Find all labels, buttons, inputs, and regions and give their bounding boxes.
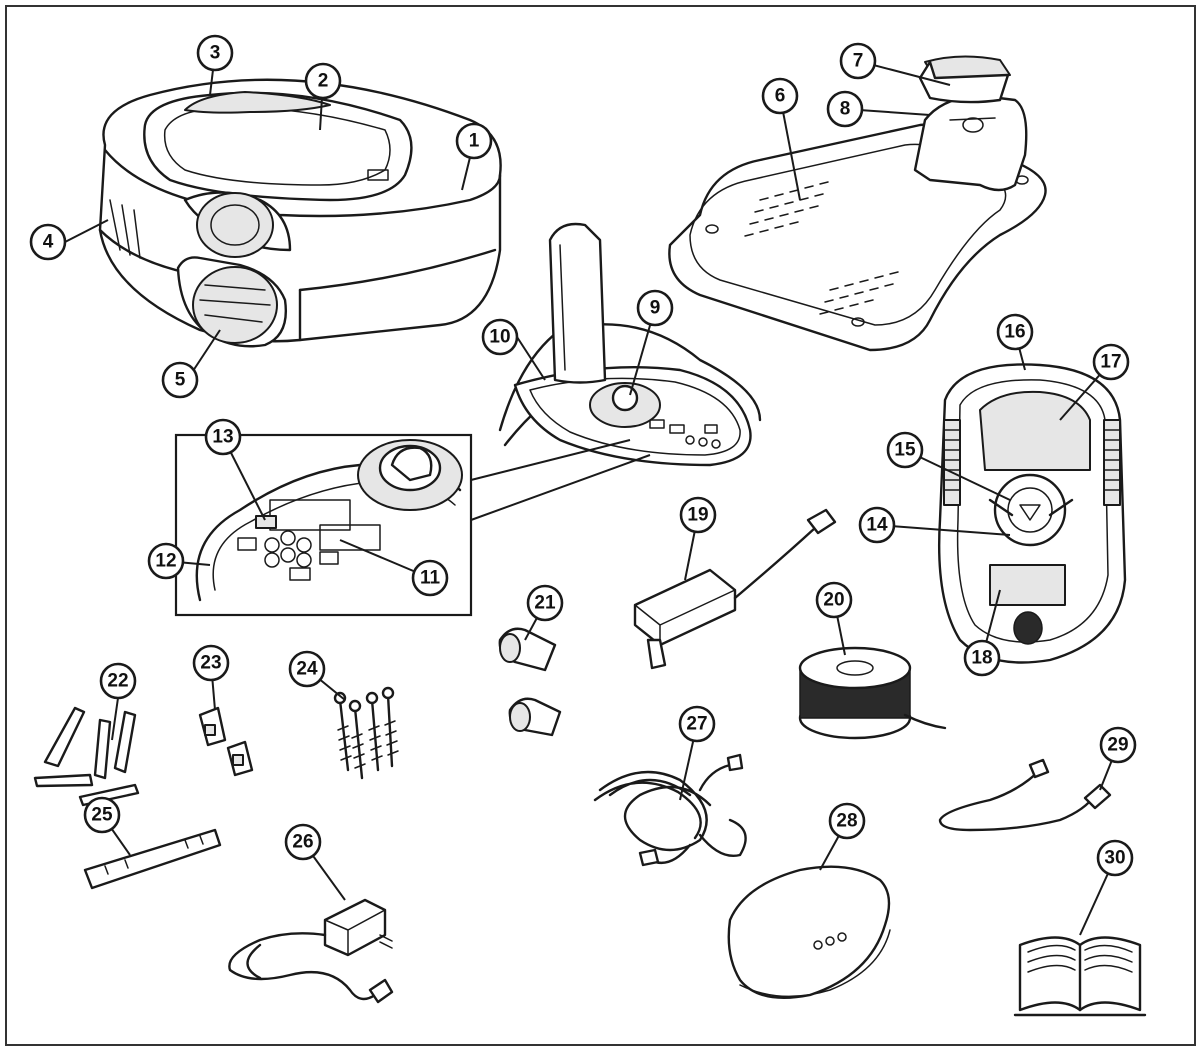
svg-text:27: 27 bbox=[686, 714, 707, 735]
svg-text:13: 13 bbox=[212, 427, 233, 448]
svg-text:24: 24 bbox=[296, 659, 318, 680]
frame-border bbox=[5, 5, 1196, 1046]
svg-text:10: 10 bbox=[489, 327, 510, 348]
control-panel-inset bbox=[174, 433, 651, 617]
callout-13: 13 bbox=[204, 418, 242, 456]
svg-text:1: 1 bbox=[469, 131, 480, 152]
callout-20: 20 bbox=[815, 581, 853, 619]
robotic-mower bbox=[98, 78, 502, 348]
svg-text:26: 26 bbox=[292, 832, 313, 853]
svg-text:29: 29 bbox=[1107, 735, 1128, 756]
svg-text:7: 7 bbox=[853, 51, 864, 72]
svg-text:19: 19 bbox=[687, 505, 708, 526]
svg-text:21: 21 bbox=[534, 593, 556, 614]
manual-book-icon bbox=[1013, 936, 1147, 1017]
svg-text:30: 30 bbox=[1104, 848, 1125, 869]
callout-group: 1 2 3 4 5 6 7 8 9 10 11 12 13 14 15 16 1… bbox=[29, 34, 1137, 877]
callout-11: 11 bbox=[411, 559, 449, 597]
callout-28: 28 bbox=[828, 802, 866, 840]
svg-text:15: 15 bbox=[894, 440, 916, 461]
wireless-router bbox=[727, 865, 891, 999]
callout-4: 4 bbox=[29, 223, 67, 261]
svg-text:6: 6 bbox=[775, 86, 786, 107]
callout-23: 23 bbox=[192, 644, 230, 682]
svg-text:9: 9 bbox=[650, 298, 661, 319]
callout-6: 6 bbox=[761, 77, 799, 115]
svg-text:12: 12 bbox=[155, 551, 176, 572]
callout-19: 19 bbox=[679, 496, 717, 534]
callout-15: 15 bbox=[886, 431, 924, 469]
svg-text:17: 17 bbox=[1100, 352, 1121, 373]
callout-14: 14 bbox=[858, 506, 896, 544]
callout-7: 7 bbox=[839, 42, 877, 80]
svg-text:25: 25 bbox=[91, 805, 113, 826]
svg-text:16: 16 bbox=[1004, 322, 1025, 343]
low-voltage-cable bbox=[593, 753, 747, 867]
callout-1: 1 bbox=[455, 122, 493, 160]
mower-underside bbox=[937, 363, 1127, 664]
couplers bbox=[198, 706, 254, 777]
svg-text:4: 4 bbox=[43, 232, 54, 253]
mower-top-hatch bbox=[498, 222, 762, 467]
callout-21: 21 bbox=[526, 584, 564, 622]
measure-ruler bbox=[83, 828, 222, 890]
callout-26: 26 bbox=[284, 823, 322, 861]
power-supply bbox=[633, 508, 837, 670]
wire-spool bbox=[798, 646, 947, 740]
callout-17: 17 bbox=[1092, 343, 1130, 381]
svg-text:23: 23 bbox=[200, 653, 221, 674]
screws bbox=[333, 686, 399, 780]
callout-22: 22 bbox=[99, 662, 137, 700]
callout-29: 29 bbox=[1099, 726, 1137, 764]
callout-9: 9 bbox=[636, 289, 674, 327]
callout-25: 25 bbox=[83, 796, 121, 834]
callout-24: 24 bbox=[288, 650, 326, 688]
callout-18: 18 bbox=[963, 639, 1001, 677]
svg-text:5: 5 bbox=[175, 370, 186, 391]
svg-text:14: 14 bbox=[866, 515, 888, 536]
callout-2: 2 bbox=[304, 62, 342, 100]
callout-5: 5 bbox=[161, 361, 199, 399]
callout-27: 27 bbox=[678, 705, 716, 743]
svg-text:28: 28 bbox=[836, 811, 857, 832]
svg-text:22: 22 bbox=[107, 671, 128, 692]
svg-text:20: 20 bbox=[823, 590, 844, 611]
svg-text:11: 11 bbox=[420, 568, 441, 589]
svg-text:2: 2 bbox=[318, 71, 329, 92]
callout-10: 10 bbox=[481, 318, 519, 356]
connectors bbox=[498, 627, 562, 737]
svg-text:18: 18 bbox=[971, 648, 992, 669]
charging-station bbox=[668, 55, 1047, 352]
pegs bbox=[33, 706, 140, 807]
svg-text:8: 8 bbox=[840, 99, 851, 120]
callout-8: 8 bbox=[826, 90, 864, 128]
callout-30: 30 bbox=[1096, 839, 1134, 877]
svg-text:3: 3 bbox=[210, 43, 221, 64]
plug-charger bbox=[228, 898, 394, 1004]
callout-12: 12 bbox=[147, 542, 185, 580]
callout-3: 3 bbox=[196, 34, 234, 72]
usb-cable bbox=[938, 758, 1112, 832]
callout-16: 16 bbox=[996, 313, 1034, 351]
